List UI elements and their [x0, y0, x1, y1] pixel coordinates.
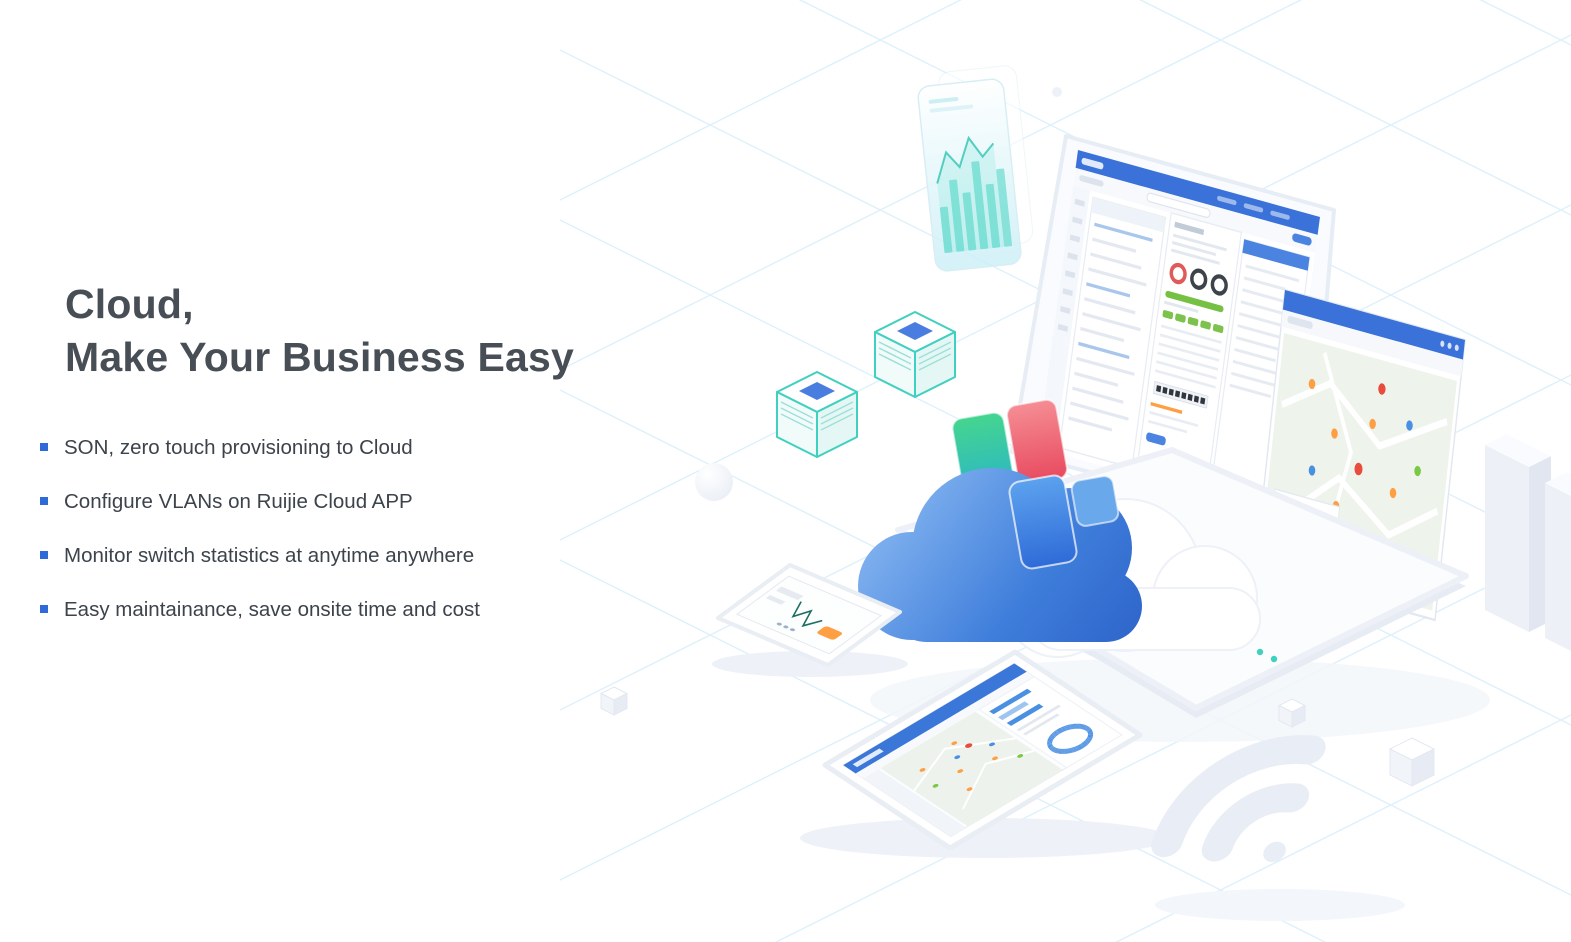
- map-markers: [919, 741, 1024, 792]
- power-led-icon: [1270, 655, 1278, 663]
- list-item: Easy maintainance, save onsite time and …: [40, 595, 700, 624]
- floating-dot: [1052, 87, 1062, 97]
- power-led-icon: [1256, 648, 1264, 656]
- feature-list: SON, zero touch provisioning to Cloud Co…: [40, 433, 700, 624]
- app-card-small-blue: [1070, 475, 1120, 527]
- server-cube-icon: [874, 311, 956, 398]
- feature-text: SON, zero touch provisioning to Cloud: [64, 435, 413, 459]
- bullet-square-icon: [40, 605, 48, 614]
- server-cube-icon: [776, 371, 858, 458]
- feature-text: Configure VLANs on Ruijie Cloud APP: [64, 489, 413, 513]
- cube-icon: [1388, 737, 1436, 787]
- bar-3d-illustration: [1485, 434, 1571, 651]
- title-line-2: Make Your Business Easy: [65, 334, 574, 381]
- title-line-1: Cloud,: [65, 281, 194, 327]
- list-item: Configure VLANs on Ruijie Cloud APP: [40, 487, 700, 516]
- map-markers: [1308, 378, 1421, 549]
- wifi-icon: [1151, 735, 1326, 863]
- app-card-blue: [1008, 474, 1078, 570]
- bullet-square-icon: [40, 443, 48, 452]
- cube-icon: [599, 686, 629, 716]
- feature-text: Easy maintainance, save onsite time and …: [64, 597, 480, 621]
- phone-illustration: [718, 565, 900, 665]
- page-title: Cloud, Make Your Business Easy: [65, 278, 700, 385]
- tablet-illustration: [825, 652, 1140, 848]
- dashboard-screen: [1037, 150, 1321, 516]
- feature-text: Monitor switch statistics at anytime any…: [64, 543, 475, 567]
- hero-illustration: [560, 0, 1571, 942]
- list-item: SON, zero touch provisioning to Cloud: [40, 433, 700, 462]
- mini-bars: [939, 161, 1013, 254]
- cube-icon: [1277, 698, 1307, 728]
- hero-text-column: Cloud, Make Your Business Easy SON, zero…: [40, 278, 700, 649]
- chart-panel-illustration: [917, 65, 1034, 272]
- bullet-square-icon: [40, 497, 48, 506]
- bullet-square-icon: [40, 551, 48, 560]
- list-item: Monitor switch statistics at anytime any…: [40, 541, 700, 570]
- sphere-icon: [695, 463, 733, 501]
